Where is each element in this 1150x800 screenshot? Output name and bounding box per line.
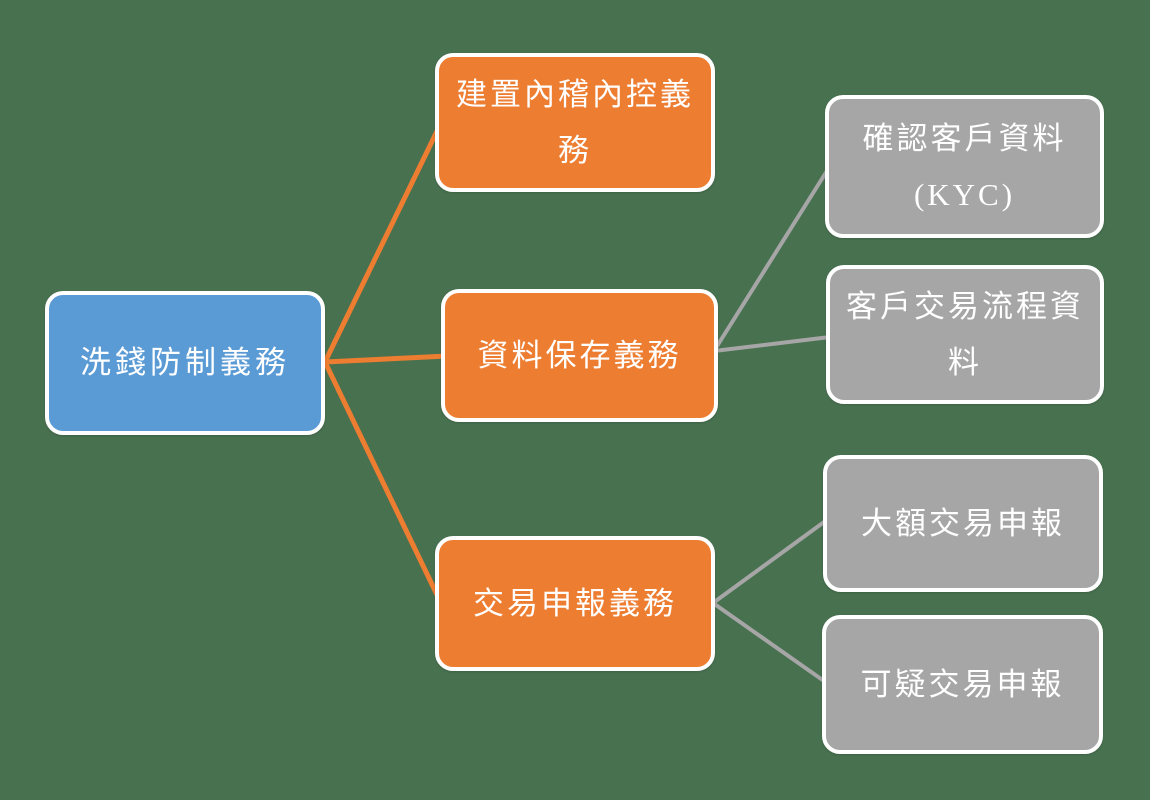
root-node-label: 洗錢防制義務: [80, 345, 290, 380]
leaf-node-suspicious-transaction-report: 可疑交易申報: [822, 615, 1103, 754]
branch-node-label: 資料保存義務: [477, 337, 682, 373]
connector-root-to-branch-0: [322, 123, 443, 364]
root-node-aml-obligations: 洗錢防制義務: [45, 291, 325, 435]
connector-root-to-branch-2: [322, 360, 443, 603]
branch-node-label: 建置內稽內控義務: [456, 76, 694, 168]
branch-node-internal-control: 建置內稽內控義務: [435, 53, 715, 192]
connector-branch-2-to-leaf-3: [711, 601, 826, 683]
connector-branch-1-to-leaf-0: [712, 164, 832, 353]
branch-node-record-keeping: 資料保存義務: [441, 289, 718, 422]
leaf-node-large-transaction-report: 大額交易申報: [823, 455, 1103, 592]
leaf-node-label: 確認客戶資料: [862, 120, 1067, 156]
connector-branch-2-to-leaf-2: [711, 520, 826, 605]
connector-root-to-branch-1: [324, 353, 448, 365]
branch-node-transaction-reporting: 交易申報義務: [435, 536, 715, 671]
leaf-node-label: 大額交易申報: [861, 505, 1065, 541]
leaf-node-kyc: 確認客戶資料 (KYC): [825, 95, 1104, 238]
leaf-node-label: 客戶交易流程資料: [846, 288, 1084, 380]
leaf-node-customer-transaction-flow: 客戶交易流程資料: [826, 265, 1104, 404]
connector-branch-1-to-leaf-1: [713, 335, 831, 353]
leaf-node-label: 可疑交易申報: [860, 666, 1065, 702]
branch-node-label: 交易申報義務: [473, 585, 677, 621]
leaf-node-kyc-sublabel: (KYC): [913, 176, 1016, 212]
